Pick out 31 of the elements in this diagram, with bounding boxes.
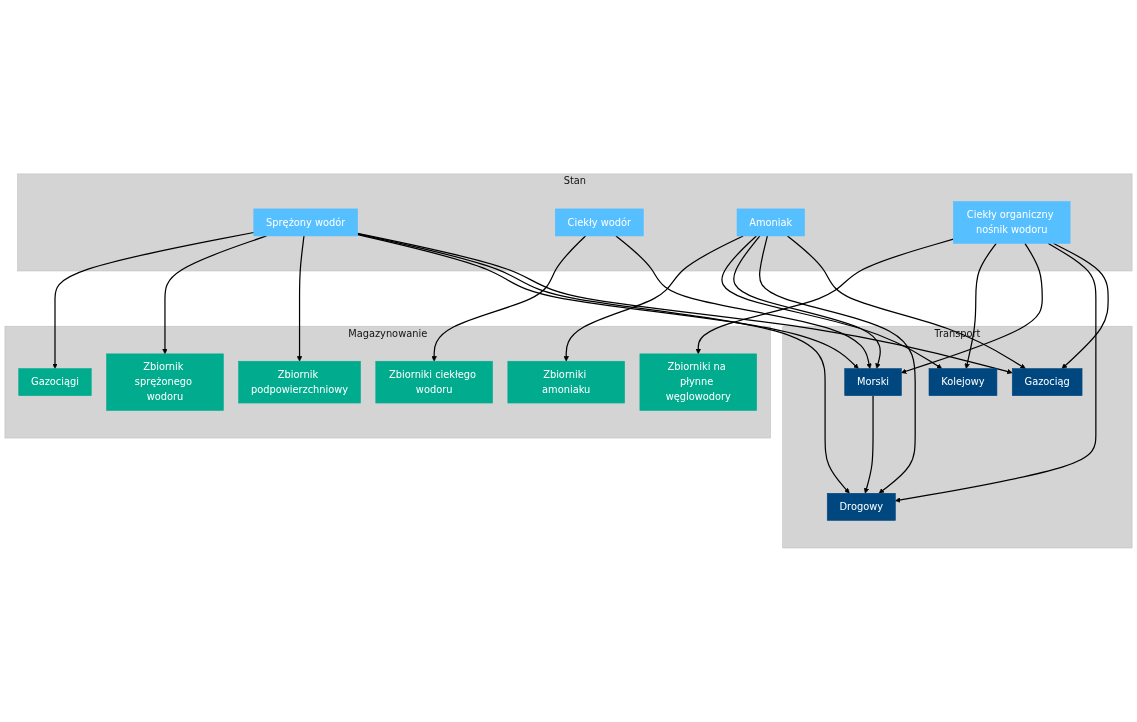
arrow: [431, 235, 587, 362]
node-box: Gazociąg: [1011, 368, 1083, 396]
node-box: Zbiorniki na płynne węglowodory: [639, 353, 757, 411]
arrow: [695, 238, 954, 355]
arrow: [863, 395, 874, 494]
node-box: Morski: [844, 368, 902, 396]
arrow: [964, 242, 997, 369]
arrow: [615, 235, 872, 369]
node-box: Zbiornik podpowierzchniowy: [238, 361, 361, 404]
node-box: Zbiorniki amoniaku: [507, 361, 625, 404]
arrow: [1052, 242, 1109, 369]
node-box: Sprężony wodór: [253, 208, 358, 237]
node-box: Zbiorniki ciekłego wodoru: [375, 361, 493, 404]
arrow: [296, 235, 305, 362]
arrow: [758, 235, 916, 494]
node-box: Ciekły wodór: [555, 208, 644, 237]
arrow: [357, 233, 850, 494]
node-box: Amoniak: [736, 208, 805, 237]
arrow: [733, 235, 881, 369]
arrow: [901, 242, 1043, 374]
node-box: Kolejowy: [928, 368, 998, 396]
arrow: [357, 232, 1013, 375]
arrow: [721, 235, 943, 369]
node-box: Drogowy: [826, 493, 896, 521]
arrow: [52, 231, 255, 369]
node-box: Gazociągi: [18, 368, 92, 396]
arrow: [895, 242, 1097, 503]
arrow: [357, 234, 859, 369]
node-box: Zbiornik sprężonego wodoru: [106, 353, 224, 411]
node-box: Ciekły organiczny nośnik wodoru: [953, 201, 1071, 244]
arrow: [786, 235, 1026, 369]
